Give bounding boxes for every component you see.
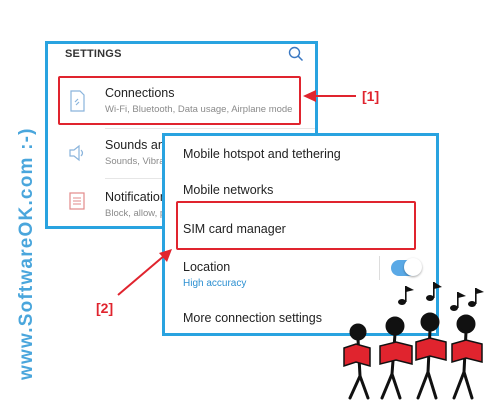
divider: [379, 256, 380, 280]
singers-illustration: [343, 282, 484, 400]
music-note-icon: [398, 282, 484, 311]
divider: [105, 128, 315, 129]
menu-item-location[interactable]: Location: [183, 260, 231, 274]
songbook-icon: [343, 337, 483, 368]
search-icon[interactable]: [288, 46, 304, 62]
menu-item-sim-card-manager[interactable]: SIM card manager: [183, 222, 286, 236]
settings-item-sub: Wi-Fi, Bluetooth, Data usage, Airplane m…: [105, 104, 293, 115]
settings-item-sub: Sounds, Vibration: [105, 156, 180, 167]
settings-item-label: Notifications: [105, 190, 174, 204]
watermark: www.SoftwareOK.com :-): [16, 127, 37, 381]
annotation-label-2: [2]: [96, 300, 114, 316]
settings-item-connections[interactable]: Connections Wi-Fi, Bluetooth, Data usage…: [48, 78, 315, 128]
sound-icon: [69, 144, 84, 162]
connections-icon: [70, 90, 85, 112]
notifications-icon: [69, 192, 85, 210]
settings-item-sub: Block, allow, prioritize: [105, 208, 196, 219]
connections-highlight: [58, 76, 301, 125]
menu-item-more-settings[interactable]: More connection settings: [183, 311, 322, 325]
menu-item-hotspot[interactable]: Mobile hotspot and tethering: [183, 147, 341, 161]
settings-title: SETTINGS: [65, 48, 122, 60]
settings-item-notifications[interactable]: Notifications Block, allow, prioritize: [48, 182, 315, 232]
sim-card-highlight: [176, 201, 416, 250]
menu-item-mobile-networks[interactable]: Mobile networks: [183, 183, 274, 197]
toggle-knob: [404, 258, 422, 276]
location-toggle[interactable]: [391, 258, 422, 276]
location-sub: High accuracy: [183, 278, 247, 289]
connections-panel: Mobile hotspot and tethering Mobile netw…: [162, 133, 439, 336]
settings-item-label: Connections: [105, 86, 175, 100]
annotation-label-1: [1]: [362, 88, 380, 104]
singer-figures: [348, 312, 476, 400]
watermark-text: www.SoftwareOK.com :-): [16, 127, 37, 381]
